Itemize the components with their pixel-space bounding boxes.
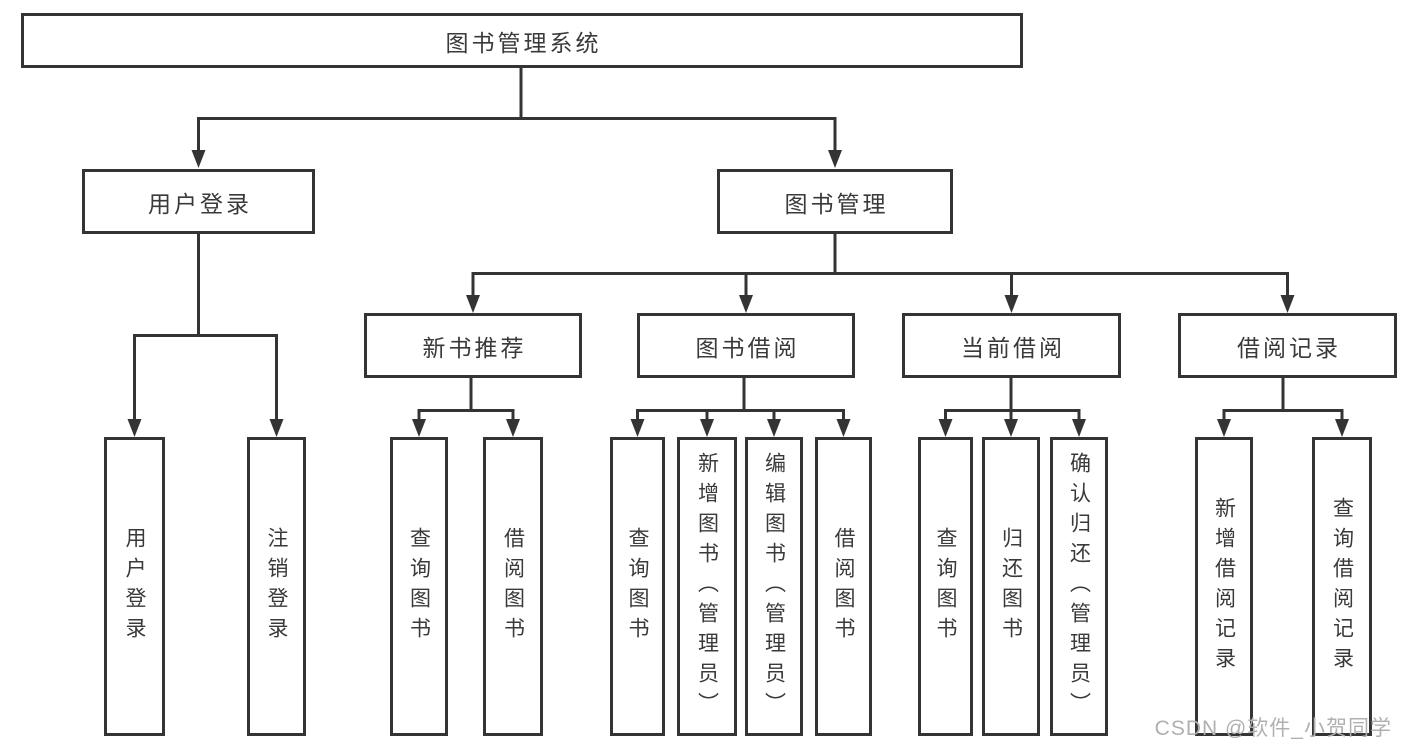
arrow-down-icon (739, 295, 753, 313)
connector-book-management-branch (471, 234, 1289, 297)
connector-borrow-record-branch (1222, 378, 1344, 421)
leaf-add-book-admin-label: 新增图书（管理员） (695, 451, 719, 722)
arrow-down-icon (836, 419, 851, 437)
arrow-down-icon (269, 419, 284, 437)
node-borrow-record-label: 借阅记录 (1237, 334, 1341, 361)
connector-book-borrow-branch (636, 378, 845, 421)
node-new-book-recommend: 新书推荐 (364, 313, 582, 378)
connector-user-login-branch (133, 234, 278, 421)
node-book-management: 图书管理 (717, 169, 953, 234)
leaf-query-book-recommend: 查询图书 (390, 437, 448, 736)
leaf-edit-book-admin-label: 编辑图书（管理员） (762, 451, 786, 722)
leaf-add-book-admin: 新增图书（管理员） (677, 437, 737, 736)
arrowheads (127, 150, 1349, 437)
arrow-down-icon (1217, 419, 1231, 437)
arrow-down-icon (1004, 295, 1019, 313)
leaf-query-borrow-record-label: 查询借阅记录 (1330, 496, 1354, 677)
node-user-login: 用户登录 (82, 169, 315, 234)
connector-new-book-branch (417, 378, 515, 421)
leaf-edit-book-admin: 编辑图书（管理员） (745, 437, 803, 736)
arrow-down-icon (828, 150, 842, 168)
leaf-borrow-book-recommend: 借阅图书 (483, 437, 543, 736)
leaf-return-book: 归还图书 (982, 437, 1040, 736)
leaf-query-book-current: 查询图书 (918, 437, 973, 736)
leaf-confirm-return-admin: 确认归还（管理员） (1050, 437, 1108, 736)
leaf-query-book-current-label: 查询图书 (934, 526, 957, 647)
leaf-query-book-recommend-label: 查询图书 (407, 526, 431, 647)
arrow-down-icon (412, 419, 426, 437)
leaf-query-book-borrow: 查询图书 (610, 437, 665, 736)
leaf-user-login: 用户登录 (104, 437, 165, 736)
arrow-down-icon (1335, 419, 1349, 437)
node-book-borrow: 图书借阅 (637, 313, 855, 378)
leaf-borrow-book: 借阅图书 (815, 437, 872, 736)
arrow-down-icon (700, 419, 714, 437)
arrow-down-icon (506, 419, 520, 437)
leaf-logout: 注销登录 (247, 437, 306, 736)
node-borrow-record: 借阅记录 (1178, 313, 1397, 378)
arrow-down-icon (127, 419, 142, 437)
leaf-borrow-book-recommend-label: 借阅图书 (501, 526, 525, 647)
leaf-query-book-borrow-label: 查询图书 (626, 526, 649, 647)
leaf-add-borrow-record: 新增借阅记录 (1195, 437, 1253, 736)
node-root-label: 图书管理系统 (445, 29, 602, 56)
leaf-query-borrow-record: 查询借阅记录 (1312, 437, 1372, 736)
arrow-down-icon (938, 419, 953, 437)
arrow-down-icon (1004, 419, 1018, 437)
arrow-down-icon (466, 295, 480, 313)
node-book-borrow-label: 图书借阅 (695, 334, 800, 361)
node-new-book-recommend-label: 新书推荐 (422, 334, 527, 361)
leaf-add-borrow-record-label: 新增借阅记录 (1212, 496, 1236, 677)
node-root: 图书管理系统 (21, 13, 1023, 68)
node-user-login-label: 用户登录 (148, 190, 252, 217)
arrow-down-icon (767, 419, 781, 437)
node-current-borrow: 当前借阅 (902, 313, 1121, 378)
arrow-down-icon (630, 419, 645, 437)
connector-root-branch (197, 68, 837, 152)
leaf-borrow-book-label: 借阅图书 (832, 526, 855, 647)
arrow-down-icon (1072, 419, 1086, 437)
leaf-confirm-return-admin-label: 确认归还（管理员） (1067, 451, 1091, 722)
connector-current-borrow-branch (944, 378, 1081, 421)
arrow-down-icon (1280, 295, 1295, 313)
arrow-down-icon (191, 150, 206, 168)
node-current-borrow-label: 当前借阅 (961, 334, 1065, 361)
leaf-user-login-label: 用户登录 (123, 526, 146, 647)
watermark: CSDN @软件_小贺同学 (1154, 717, 1392, 740)
node-book-management-label: 图书管理 (784, 190, 889, 217)
leaf-return-book-label: 归还图书 (999, 526, 1023, 647)
leaf-logout-label: 注销登录 (265, 526, 288, 647)
